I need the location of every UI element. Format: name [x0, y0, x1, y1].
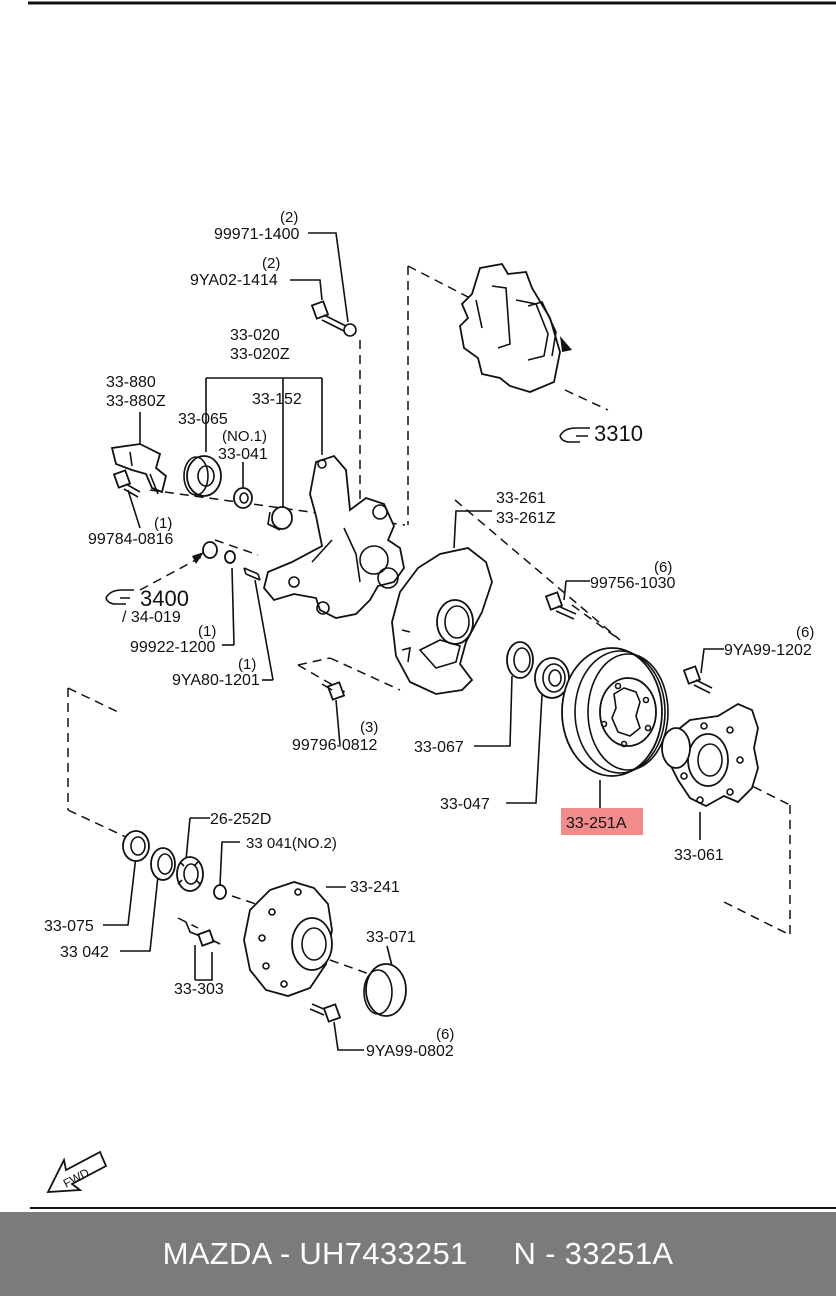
seal-33065 — [183, 455, 222, 497]
cap-33071 — [363, 963, 407, 1017]
bolt-99796 — [321, 681, 346, 701]
brake-disc-33251a — [561, 647, 669, 777]
part-highlight — [561, 808, 643, 835]
bracket-33880 — [110, 443, 168, 495]
bolt-9ya02 — [310, 300, 347, 332]
qty-99796: (3) — [360, 719, 378, 736]
label-33020: 33-020 — [230, 327, 280, 344]
ref-hand-icon-3400 — [105, 589, 134, 605]
seal-33075 — [122, 830, 150, 862]
label-33047: 33-047 — [440, 796, 490, 813]
label-33303: 33-303 — [174, 981, 224, 998]
parts-diagram: FWD (2) 99971-1400 (2) 9YA02-1414 33-020… — [28, 1, 836, 1209]
bearing-33042 — [150, 847, 176, 881]
leader-lines — [103, 232, 724, 1051]
label-33152: 33-152 — [252, 391, 302, 408]
label-99971: 99971-1400 — [214, 226, 300, 243]
label-33261z: 33-261Z — [496, 510, 556, 527]
brake-caliper — [459, 263, 561, 393]
label-33241: 33-241 — [350, 879, 400, 896]
bolt-9ya99-0802 — [309, 1003, 342, 1023]
ring-26252d — [176, 856, 204, 892]
label-99756: 99756-1030 — [590, 575, 676, 592]
ref-hand-icon-3310 — [559, 427, 590, 443]
bolt-9ya99-1202 — [682, 665, 713, 694]
small-parts-3400 — [202, 541, 261, 581]
ref-3310: 3310 — [594, 421, 643, 446]
label-33071: 33-071 — [366, 929, 416, 946]
label-9ya80: 9YA80-1201 — [172, 672, 260, 689]
arrow-3310 — [560, 336, 572, 352]
label-33075: 33-075 — [44, 918, 94, 935]
label-33061: 33-061 — [674, 847, 724, 864]
label-33041-no2: 33 041(NO.2) — [246, 835, 337, 852]
footer-number: N - 33251A — [513, 1236, 674, 1271]
footer-bar: MAZDA - UH7433251 N - 33251A — [0, 1212, 836, 1296]
label-9ya99-1202: 9YA99-1202 — [724, 642, 812, 659]
ref-3400: 3400 — [140, 586, 189, 611]
qty-99922: (1) — [198, 623, 216, 640]
dust-shield-33261 — [391, 547, 493, 695]
label-9ya99-0802: 9YA99-0802 — [366, 1043, 454, 1060]
label-26252d: 26-252D — [210, 811, 271, 828]
bushing-33152 — [267, 506, 293, 531]
label-33880z: 33-880Z — [106, 393, 166, 410]
label-33020z: 33-020Z — [230, 346, 290, 363]
arrow-3400 — [192, 552, 204, 564]
qty-99784: (1) — [154, 515, 172, 532]
fwd-arrow-icon — [46, 1150, 108, 1193]
label-33041: 33-041 — [218, 446, 268, 463]
part-labels: (2) 99971-1400 (2) 9YA02-1414 33-020 33-… — [44, 209, 814, 1060]
hub-33241 — [243, 881, 333, 997]
label-99784: 99784-0816 — [88, 531, 174, 548]
qty-9ya80: (1) — [238, 656, 256, 673]
label-33251a: 33-251A — [566, 815, 627, 832]
qty-99971: (2) — [280, 209, 298, 226]
clip-33303 — [185, 921, 221, 947]
qty-9ya99-0802: (6) — [436, 1026, 454, 1043]
label-33065: 33-065 — [178, 411, 228, 428]
qty-9ya99-1202: (6) — [796, 624, 814, 641]
label-9ya02: 9YA02-1414 — [190, 272, 278, 289]
label-33880: 33-880 — [106, 374, 156, 391]
qty-9ya02: (2) — [262, 255, 280, 272]
label-33261: 33-261 — [496, 490, 546, 507]
steering-knuckle — [263, 454, 405, 619]
label-no1: (NO.1) — [222, 428, 267, 445]
clip-99971 — [343, 323, 357, 337]
label-99796: 99796-0812 — [292, 737, 378, 754]
hub-33061 — [661, 702, 759, 808]
qty-99756: (6) — [654, 559, 672, 576]
bolt-99784 — [112, 469, 141, 498]
ref-34019: / 34-019 — [122, 609, 181, 626]
label-33042: 33 042 — [60, 944, 109, 961]
label-33067: 33-067 — [414, 739, 464, 756]
bolt-99756 — [544, 591, 577, 620]
seal-33067 — [506, 641, 534, 679]
footer-brand-part: MAZDA - UH7433251 — [162, 1236, 468, 1271]
ring-33041 — [233, 487, 253, 509]
label-99922: 99922-1200 — [130, 639, 216, 656]
ring-33041-no2 — [213, 884, 227, 900]
